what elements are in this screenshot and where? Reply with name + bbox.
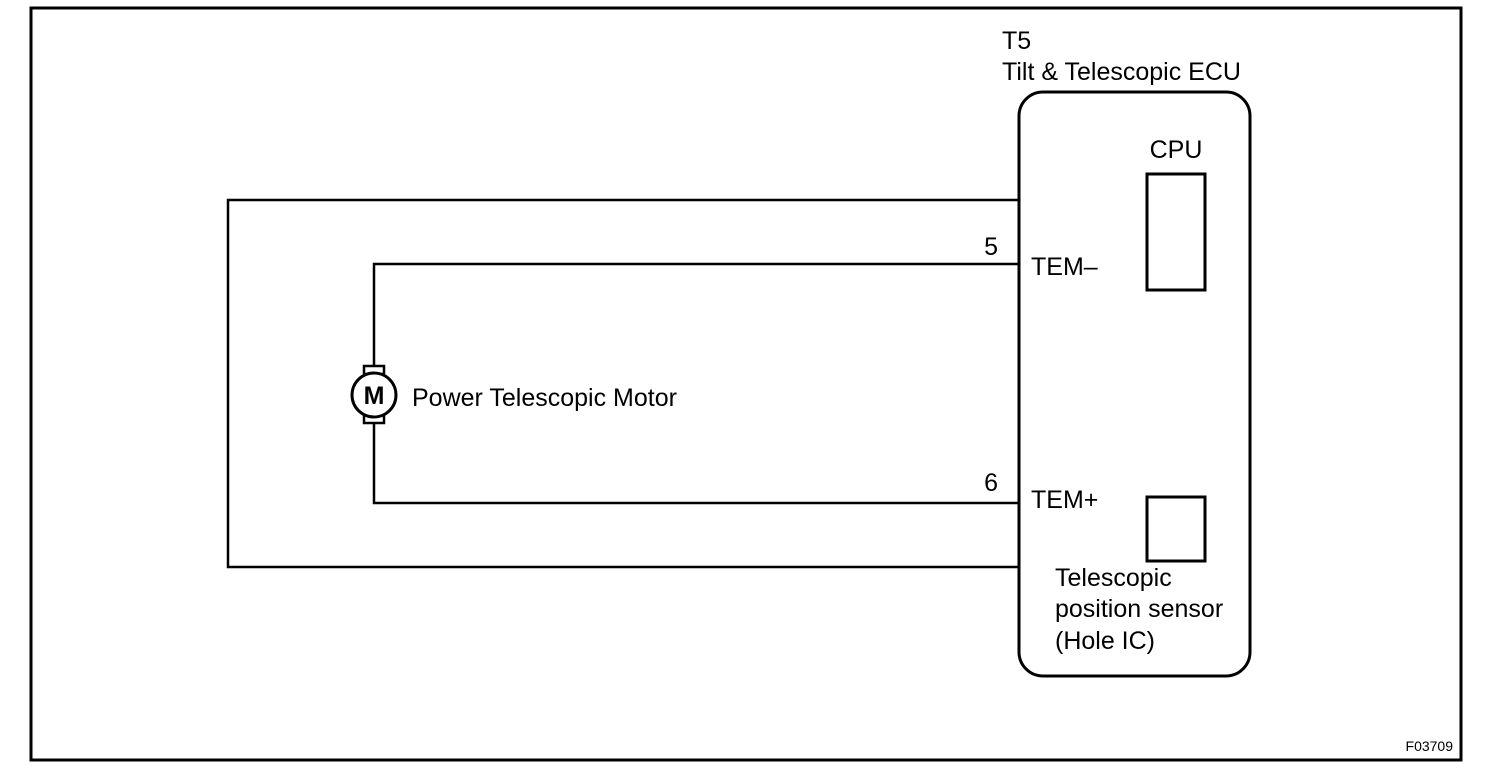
figure-id: F03709 [1406, 738, 1454, 754]
motor-label: Power Telescopic Motor [412, 384, 677, 412]
sensor-label-line-3: (Hole IC) [1055, 627, 1155, 655]
pin-number-6: 6 [984, 469, 998, 497]
sensor-label-line-1: Telescopic [1055, 564, 1172, 592]
motor-circle-icon [350, 371, 398, 419]
cpu-block [1145, 172, 1207, 292]
diagram-frame [29, 6, 1463, 762]
ecu-title: Tilt & Telescopic ECU [1002, 58, 1241, 86]
outer-loop-wire [226, 198, 1019, 569]
sensor-label-line-2: position sensor [1055, 595, 1223, 623]
tem-plus-wire [372, 423, 1019, 505]
terminal-tem-minus: TEM– [1031, 253, 1098, 281]
terminal-tem-plus: TEM+ [1031, 486, 1098, 514]
tem-minus-wire [372, 262, 1019, 366]
power-telescopic-motor: M [350, 364, 398, 425]
position-sensor-block [1145, 495, 1207, 563]
pin-number-5: 5 [984, 233, 998, 261]
ecu-connector-code: T5 [1002, 27, 1031, 55]
motor-symbol: M [364, 382, 385, 410]
cpu-label: CPU [1150, 136, 1203, 164]
